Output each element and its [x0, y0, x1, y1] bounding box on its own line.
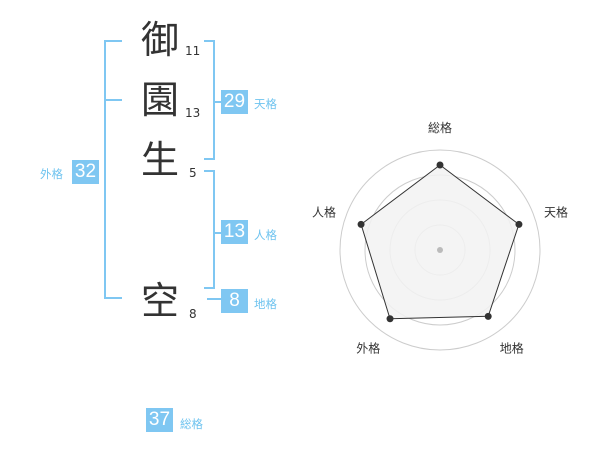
tenkaku-bracket-tick [215, 101, 221, 103]
radar-point [386, 315, 394, 323]
radar-axis-label: 外格 [356, 341, 380, 356]
radar-point [515, 220, 523, 228]
jinkaku-bracket [204, 170, 215, 289]
stroke-count-1: 11 [185, 44, 201, 58]
stroke-count-2: 13 [185, 106, 201, 120]
jinkaku-label: 人格 [254, 228, 277, 242]
gaikaku-value: 32 [72, 160, 99, 184]
radar-point [357, 220, 365, 228]
gaikaku-bracket-tick [104, 99, 122, 101]
tenkaku-label: 天格 [254, 97, 277, 111]
chikaku-connector [207, 298, 221, 300]
name-char-3: 生 [141, 138, 180, 182]
name-char-2: 園 [141, 78, 180, 122]
chikaku-value: 8 [221, 289, 248, 313]
name-char-4: 空 [141, 279, 180, 323]
radar-axis-label: 天格 [544, 204, 568, 219]
gaikaku-label: 外格 [40, 167, 63, 181]
radar-polygon [360, 164, 520, 320]
stroke-count-3: 5 [189, 166, 197, 180]
jinkaku-bracket-tick [215, 232, 221, 234]
radar-axis-label: 総格 [428, 120, 452, 135]
tenkaku-bracket [204, 40, 215, 160]
soukaku-label: 総格 [180, 417, 203, 431]
radar-point [436, 161, 444, 169]
gaikaku-bracket [104, 40, 122, 299]
soukaku-value: 37 [146, 408, 173, 432]
jinkaku-value: 13 [221, 220, 248, 244]
radar-axis-label: 人格 [312, 204, 336, 219]
radar-center-dot [437, 247, 443, 253]
name-char-1: 御 [141, 18, 180, 62]
radar-ring [339, 149, 541, 351]
chikaku-label: 地格 [254, 297, 277, 311]
stroke-count-4: 8 [189, 307, 197, 321]
radar-axis-label: 地格 [500, 341, 524, 356]
tenkaku-value: 29 [221, 90, 248, 114]
radar-point [484, 312, 492, 320]
